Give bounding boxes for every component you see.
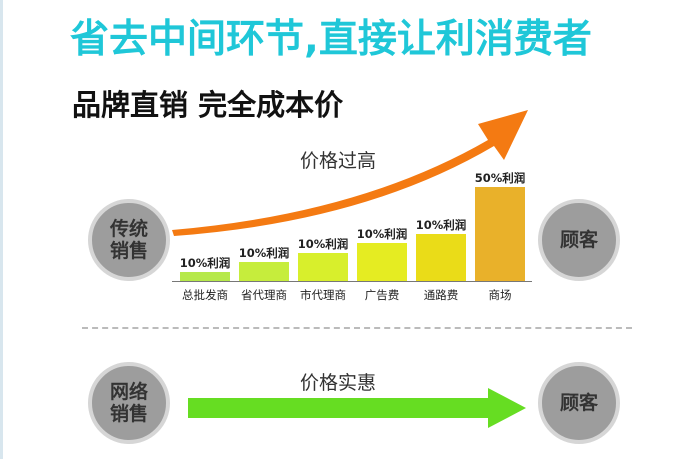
subheadline: 品牌直销 完全成本价 (72, 88, 344, 122)
direct-sale-arrow (188, 388, 526, 428)
profit-bar-category-label: 通路费 (423, 288, 459, 302)
profit-bar-category-label: 总批发商 (182, 288, 228, 302)
headline: 省去中间环节,直接让利消费者 (70, 17, 592, 62)
profit-bar (357, 243, 407, 281)
profit-bar (239, 262, 289, 281)
profit-bar-category-label: 商场 (488, 288, 512, 302)
profit-bar-category-label: 省代理商 (241, 288, 287, 302)
profit-bar-value-label: 10%利润 (297, 236, 349, 251)
customer-label-top: 顾客 (559, 229, 598, 251)
price-rise-arrow (172, 110, 528, 236)
profit-bar-value-label: 10%利润 (179, 255, 231, 270)
section-divider (82, 327, 632, 329)
online-label-line1: 网络 (109, 381, 148, 403)
online-sales-circle: 网络 销售 (88, 362, 170, 444)
traditional-label-line2: 销售 (109, 240, 148, 262)
profit-bar-value-label: 10%利润 (356, 227, 408, 242)
profit-bar-category-label: 广告费 (364, 288, 400, 302)
orange-arrow-shape (172, 110, 528, 236)
profit-bar (298, 252, 348, 281)
traditional-caption: 价格过高 (300, 150, 377, 172)
traditional-sales-circle: 传统 销售 (88, 199, 170, 281)
profit-bar-value-label: 50%利润 (474, 171, 526, 185)
customer-label-bottom: 顾客 (559, 392, 598, 414)
traditional-label-line1: 传统 (109, 218, 148, 240)
left-edge-border (0, 0, 3, 459)
profit-bar-category-label: 市代理商 (300, 288, 346, 302)
bars-baseline (172, 281, 532, 282)
online-caption: 价格实惠 (300, 372, 377, 394)
profit-bar (180, 271, 230, 281)
customer-circle-bottom: 顾客 (538, 362, 620, 444)
green-arrow-shape (188, 388, 526, 428)
profit-bar (416, 234, 466, 281)
profit-bar-value-label: 10%利润 (415, 218, 467, 232)
profit-bar-value-label: 10%利润 (238, 246, 290, 261)
customer-circle-top: 顾客 (538, 199, 620, 281)
online-label-line2: 销售 (109, 403, 148, 425)
profit-bar (475, 187, 525, 281)
